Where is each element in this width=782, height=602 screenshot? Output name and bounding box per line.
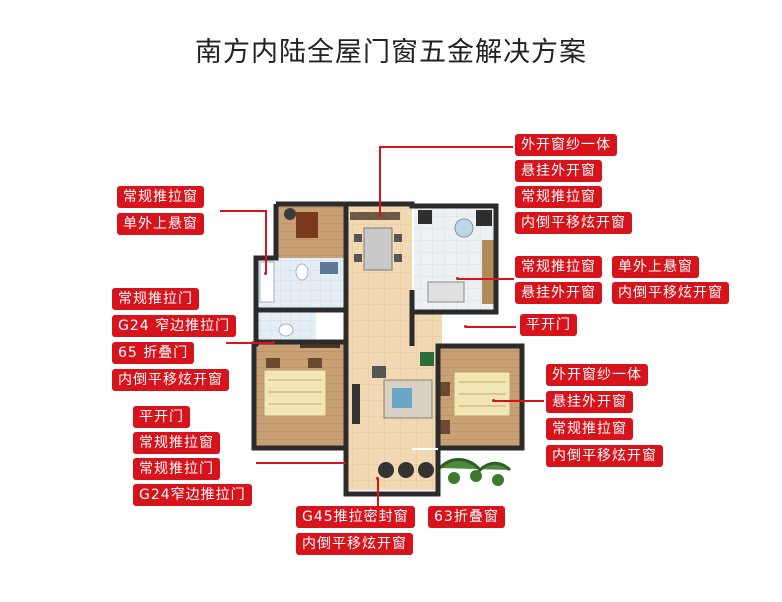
tag-mid-right-1: 常规推拉窗	[515, 256, 602, 278]
room-balcony	[346, 450, 512, 490]
tag-right-lower-4: 内倒平移炫开窗	[546, 445, 663, 467]
room-dining	[350, 212, 402, 271]
room-bathroom-2	[256, 312, 316, 342]
tag-right-lower-3: 常规推拉窗	[546, 418, 633, 440]
room-bathroom-1	[256, 258, 344, 310]
leader-midright-dot	[456, 277, 459, 280]
walls	[251, 201, 525, 497]
leader-door-dot	[464, 325, 467, 328]
tag-top-left-1: 常规推拉窗	[117, 186, 204, 208]
tag-mid-right-4: 内倒平移炫开窗	[612, 282, 729, 304]
tag-right-lower-1: 外开窗纱一体	[546, 364, 648, 386]
leader-bottom-v	[377, 478, 379, 506]
tag-mid-left-1: 常规推拉门	[112, 288, 199, 310]
leader-rightlower-dot	[492, 399, 495, 402]
leader-midleft-h	[226, 342, 274, 344]
tag-bottom-2: 63折叠窗	[428, 506, 505, 528]
tag-right-lower-2: 悬挂外开窗	[546, 391, 633, 413]
tag-top-right-4: 内倒平移炫开窗	[515, 212, 632, 234]
leader-top-v	[379, 146, 381, 216]
tag-mid-left-3: 65 折叠门	[112, 342, 195, 364]
room-bedroom-left	[254, 342, 346, 448]
leader-midleft-dot	[272, 341, 275, 344]
tag-mid-right-3: 悬挂外开窗	[515, 282, 602, 304]
leader-rightlower-h	[494, 400, 544, 402]
leader-top-dot	[378, 214, 381, 217]
tag-bottom-1: G45推拉密封窗	[296, 506, 415, 528]
tag-mid-left-4: 内倒平移炫开窗	[112, 369, 229, 391]
leader-top-h	[379, 146, 513, 148]
tag-left-lower-1: 平开门	[133, 406, 190, 428]
tag-bottom-3: 内倒平移炫开窗	[296, 533, 413, 555]
leader-topleft-dot	[264, 272, 267, 275]
tag-mid-left-2: G24 窄边推拉门	[112, 315, 237, 337]
room-study	[276, 204, 346, 258]
room-bedroom-right	[438, 348, 522, 446]
leader-leftlower-h	[256, 462, 346, 464]
tag-top-left-2: 单外上悬窗	[117, 213, 204, 235]
tag-left-lower-2: 常规推拉窗	[133, 432, 220, 454]
leader-topleft-v	[265, 210, 267, 274]
tag-top-right-3: 常规推拉窗	[515, 186, 602, 208]
leader-topleft-h	[220, 210, 266, 212]
tag-mid-right-2: 单外上悬窗	[612, 256, 699, 278]
tag-left-lower-3: 常规推拉门	[133, 458, 220, 480]
room-living	[346, 348, 436, 448]
tag-center-right-1: 平开门	[520, 314, 577, 336]
tag-top-right-1: 外开窗纱一体	[515, 134, 617, 156]
leader-midright-h	[458, 278, 514, 280]
room-kitchen	[414, 206, 496, 310]
page-title: 南方内陆全屋门窗五金解决方案	[195, 37, 587, 68]
leader-door-h	[466, 326, 516, 328]
tag-left-lower-4: G24窄边推拉门	[133, 484, 252, 506]
leader-bottom-dot	[376, 477, 379, 480]
tag-top-right-2: 悬挂外开窗	[515, 160, 602, 182]
